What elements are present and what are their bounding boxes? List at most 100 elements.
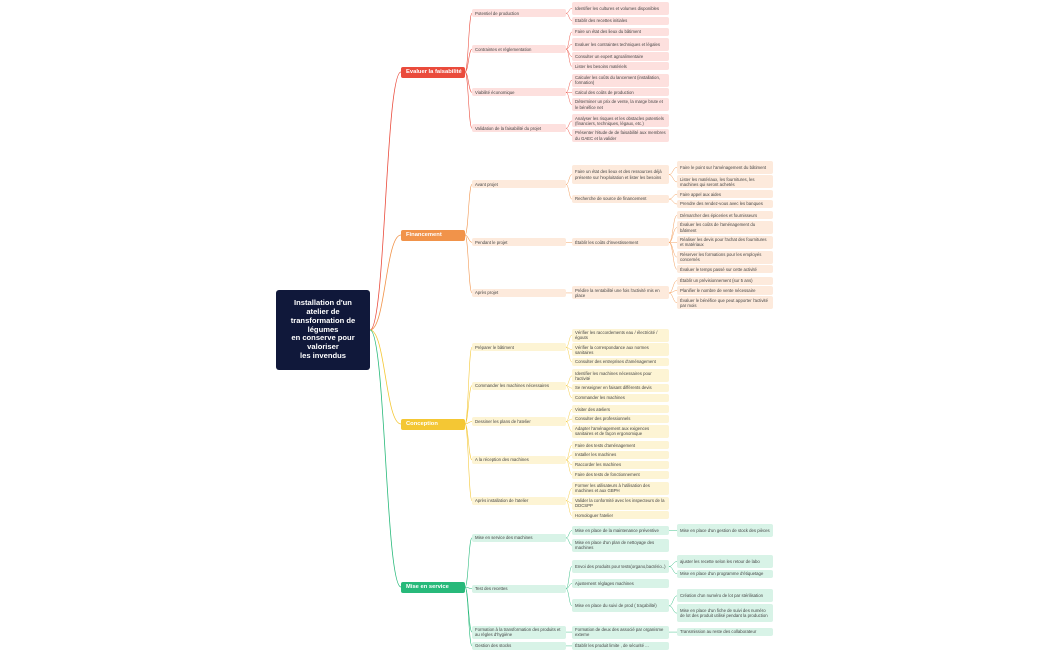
- topic-node-level-2[interactable]: Contraintes et réglementation: [472, 45, 566, 54]
- topic-node-level-3[interactable]: Installer les machines: [572, 450, 669, 460]
- topic-node-level-3[interactable]: Présenter l'étude de de faisabilité aux …: [572, 129, 669, 143]
- topic-node-level-3[interactable]: Se renseigner en faisant différents devi…: [572, 384, 669, 393]
- topic-node-level-3[interactable]: Identifier les cultures et volumes dispo…: [572, 1, 669, 15]
- topic-node-level-2[interactable]: Formation à la transformation des produi…: [472, 625, 566, 639]
- topic-node-level-4[interactable]: Établir un prévisionnement (sur 5 ans): [677, 276, 773, 285]
- connector-line: [565, 488, 573, 501]
- topic-node-level-3[interactable]: Lister les besoins matériels: [572, 62, 669, 71]
- topic-node-level-2[interactable]: Après projet: [472, 288, 566, 298]
- connector-line: [565, 566, 573, 589]
- topic-node-level-3[interactable]: Recherche de source de financement: [572, 195, 669, 204]
- topic-node-level-3[interactable]: Mise en place d'un plan de nettoyage des…: [572, 538, 669, 552]
- topic-node-level-4[interactable]: Mise en place d'un programme d'étiquetag…: [677, 569, 773, 578]
- connector-line: [565, 184, 573, 200]
- topic-node-level-3[interactable]: Calculer les coûts du lancement (install…: [572, 73, 669, 87]
- topic-node-level-3[interactable]: Evaluer les contraintes techniques et lé…: [572, 37, 669, 51]
- topic-node-level-2[interactable]: Commander les machines nécessaires: [472, 381, 566, 390]
- topic-node-level-4[interactable]: Faire appel aux aides: [677, 190, 773, 199]
- topic-node-level-4[interactable]: Faire le point sur l'aménagement du bâti…: [677, 160, 773, 174]
- topic-node-level-4[interactable]: Planifier le nombre de vente nécessaire: [677, 286, 773, 295]
- topic-node-level-4[interactable]: Réaliser les devis pour l'achat des four…: [677, 235, 773, 249]
- topic-node-level-2[interactable]: Pendant le projet: [472, 238, 566, 247]
- connector-line: [464, 71, 473, 129]
- topic-node-level-4[interactable]: Mise en place d'un gestion de stock des …: [677, 523, 773, 538]
- topic-node-level-3[interactable]: Mise en place du suivi de prod ( traçabi…: [572, 599, 669, 613]
- topic-node-level-3[interactable]: Déterminer un prix de vente, la marge br…: [572, 98, 669, 112]
- connector-line: [565, 454, 573, 461]
- topic-node-level-2[interactable]: Préparer le bâtiment: [472, 343, 566, 352]
- topic-node-level-3[interactable]: Visiter des ateliers: [572, 405, 669, 414]
- topic-node-level-3[interactable]: Formation de deux des associé par organi…: [572, 625, 669, 639]
- topic-node-level-3[interactable]: Faire des tests d'aménagement: [572, 441, 669, 450]
- topic-node-level-4[interactable]: Prendre des rendez-vous avec les banques: [677, 199, 773, 209]
- topic-node-level-2[interactable]: Avant projet: [472, 180, 566, 189]
- topic-node-level-3[interactable]: Consulter des entreprises d'aménagement: [572, 357, 669, 367]
- branch-topic[interactable]: Conception: [401, 418, 465, 430]
- connector-line: [565, 385, 573, 399]
- topic-node-level-3[interactable]: Analyser les risques et les obstacles po…: [572, 114, 669, 128]
- topic-node-level-4[interactable]: Création d'un numéro de lot par stérilis…: [677, 589, 773, 603]
- topic-node-level-3[interactable]: Vérifier la correspondance aux normes sa…: [572, 343, 669, 357]
- connector-line: [369, 71, 402, 331]
- topic-node-level-4[interactable]: Évaluer le temps passé sur cette activit…: [677, 265, 773, 274]
- topic-node-level-3[interactable]: Adapter l'aménagement aux exigences sani…: [572, 424, 669, 438]
- connector-line: [464, 48, 473, 73]
- topic-node-level-4[interactable]: ajuster les recette selon les retour de …: [677, 554, 773, 569]
- topic-node-level-2[interactable]: Après installation de l'atelier: [472, 496, 566, 505]
- topic-node-level-3[interactable]: Valider la conformité avec les inspecteu…: [572, 496, 669, 510]
- topic-node-level-3[interactable]: Etablir des recettes initiales: [572, 16, 669, 25]
- topic-node-level-3[interactable]: Vérifier les raccordements eau / électri…: [572, 328, 669, 342]
- branch-topic[interactable]: Financement: [401, 229, 465, 241]
- topic-node-level-4[interactable]: Démarcher des épiceries et fournisseurs: [677, 211, 773, 220]
- topic-node-level-3[interactable]: Commander les machines: [572, 393, 669, 402]
- topic-node-level-4[interactable]: Évaluer le bénéfice que peut apporter l'…: [677, 296, 773, 310]
- topic-node-level-4[interactable]: Évaluer les coûts de l'aménagement du bâ…: [677, 221, 773, 235]
- topic-node-level-3[interactable]: Faire un état des lieux et des ressource…: [572, 165, 669, 184]
- connector-line: [565, 459, 573, 475]
- root-line: valoriser: [307, 342, 339, 352]
- topic-node-level-3[interactable]: Calcul des coûts de production: [572, 88, 669, 97]
- connector-line: [565, 500, 573, 504]
- topic-node-level-3[interactable]: Consulter des professionnels: [572, 415, 669, 424]
- connector-line: [668, 227, 678, 243]
- topic-node-level-2[interactable]: Validation de la faisabilité du projet: [472, 124, 566, 133]
- branch-topic[interactable]: Evaluer la faisabilité: [401, 66, 465, 78]
- connector-line: [464, 71, 473, 93]
- topic-node-level-3[interactable]: Identifier les machines nécessaires pour…: [572, 369, 669, 383]
- topic-node-level-2[interactable]: Potentiel de production: [472, 9, 566, 18]
- topic-node-level-3[interactable]: Raccorder les machines: [572, 460, 669, 469]
- connector-line: [464, 347, 473, 425]
- topic-node-level-4[interactable]: Réserver les formations pour les employé…: [677, 250, 773, 264]
- topic-node-level-2[interactable]: A la réception des machines: [472, 455, 566, 464]
- topic-node-level-2[interactable]: Dessiner les plans de l'atelier: [472, 417, 566, 426]
- topic-node-level-3[interactable]: Homologuer l'atelier: [572, 511, 669, 520]
- topic-node-level-3[interactable]: Prédire la rentabilité une fois l'activi…: [572, 286, 669, 300]
- topic-node-level-3[interactable]: Ajustement réglages machines: [572, 579, 669, 588]
- topic-node-level-3[interactable]: Faire un état des lieux du bâtiment: [572, 27, 669, 37]
- topic-node-level-2[interactable]: Viabilité économique: [472, 88, 566, 97]
- topic-node-level-4[interactable]: Lister les matériaux, les fournitures, l…: [677, 175, 773, 189]
- root-topic[interactable]: Installation d'un atelier de transformat…: [276, 290, 370, 370]
- connector-line: [464, 537, 473, 588]
- connector-line: [464, 586, 473, 589]
- topic-node-level-2[interactable]: Test des recettes: [472, 584, 566, 593]
- root-line: Installation d'un: [294, 297, 352, 307]
- topic-node-level-3[interactable]: Former les utilisateurs à l'utilisation …: [572, 481, 669, 495]
- branch-topic[interactable]: Mise en service: [401, 581, 465, 593]
- topic-node-level-3[interactable]: Faire des tests de fonctionnement: [572, 470, 669, 479]
- topic-node-level-3[interactable]: Envoi des produits pour tests(organo,bac…: [572, 559, 669, 573]
- topic-node-level-4[interactable]: Mise en place d'un fiche de suivi des nu…: [677, 603, 773, 623]
- topic-node-level-3[interactable]: Établir les produit limite , de sécurité…: [572, 641, 669, 650]
- connector-line: [464, 184, 473, 236]
- topic-node-level-3[interactable]: Mise en place de la maintenance préventi…: [572, 526, 669, 535]
- topic-node-level-4[interactable]: Transmission au reste des collaborateur: [677, 627, 773, 637]
- topic-node-level-2[interactable]: Gestion des stocks: [472, 641, 566, 650]
- topic-node-level-2[interactable]: Mise en service des machines: [472, 533, 566, 542]
- connector-line: [668, 290, 678, 294]
- topic-node-level-3[interactable]: Établir les coûts d'investissement: [572, 238, 669, 247]
- connector-line: [565, 120, 573, 129]
- connector-line: [565, 13, 573, 21]
- root-line: atelier de: [306, 306, 340, 316]
- topic-node-level-3[interactable]: Consulter un expert agroalimentaire: [572, 52, 669, 61]
